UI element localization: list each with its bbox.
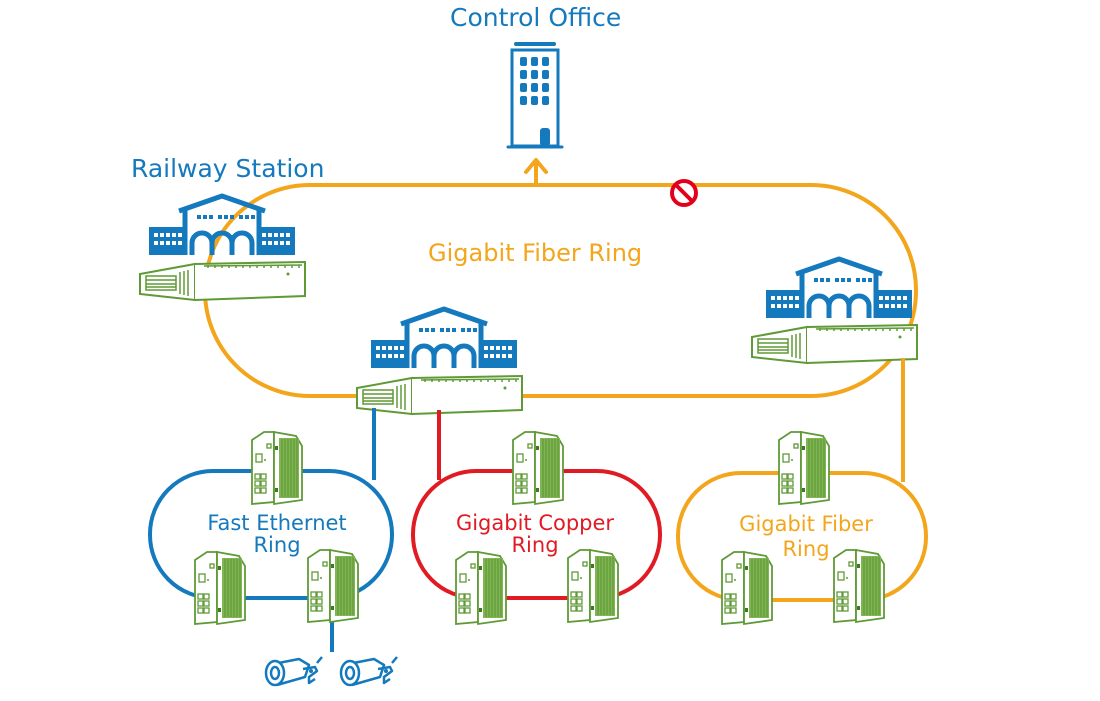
din-rail-switch-icon (778, 431, 830, 505)
fast-ethernet-ring-label-line2: Ring (253, 533, 301, 558)
ip-camera-icon (264, 655, 324, 687)
fast-ethernet-ring-label-line1: Fast Ethernet (207, 511, 347, 535)
din-rail-switch-icon (721, 551, 773, 625)
uplink-arrow-icon (524, 158, 548, 187)
din-rail-switch-icon (567, 549, 619, 623)
ip-camera-icon (339, 655, 399, 687)
copper-ring-label: Gigabit Copper Ring (445, 512, 625, 556)
blocked-link-icon (670, 179, 698, 207)
fiber-ring-label-line2: Ring (782, 537, 830, 562)
fiber-ring-label: Gigabit Fiber Ring (716, 512, 896, 562)
din-rail-switch-icon (455, 551, 507, 625)
railway-station-label: Railway Station (131, 154, 325, 183)
control-office-label: Control Office (450, 3, 622, 32)
copper-ring-label-line2: Ring (511, 533, 559, 558)
rackmount-switch-icon-right (751, 324, 918, 364)
din-rail-switch-icon (251, 431, 303, 505)
din-rail-switch-icon (307, 549, 359, 623)
railway-station-icon-center (371, 309, 517, 368)
fiber-ring-label-line1: Gigabit Fiber (739, 512, 873, 536)
copper-ring-label-line1: Gigabit Copper (455, 511, 615, 535)
backbone-fiber-ring (203, 183, 918, 398)
office-building-icon (506, 42, 564, 149)
backbone-ring-label: Gigabit Fiber Ring (428, 239, 643, 267)
railway-station-icon-left (149, 196, 295, 255)
railway-station-icon-right (766, 259, 912, 318)
rackmount-switch-icon-left (139, 261, 306, 301)
rackmount-switch-icon-center (356, 375, 523, 415)
din-rail-switch-icon (512, 431, 564, 505)
fast-ethernet-ring-label: Fast Ethernet Ring (192, 512, 362, 556)
din-rail-switch-icon (194, 551, 246, 625)
